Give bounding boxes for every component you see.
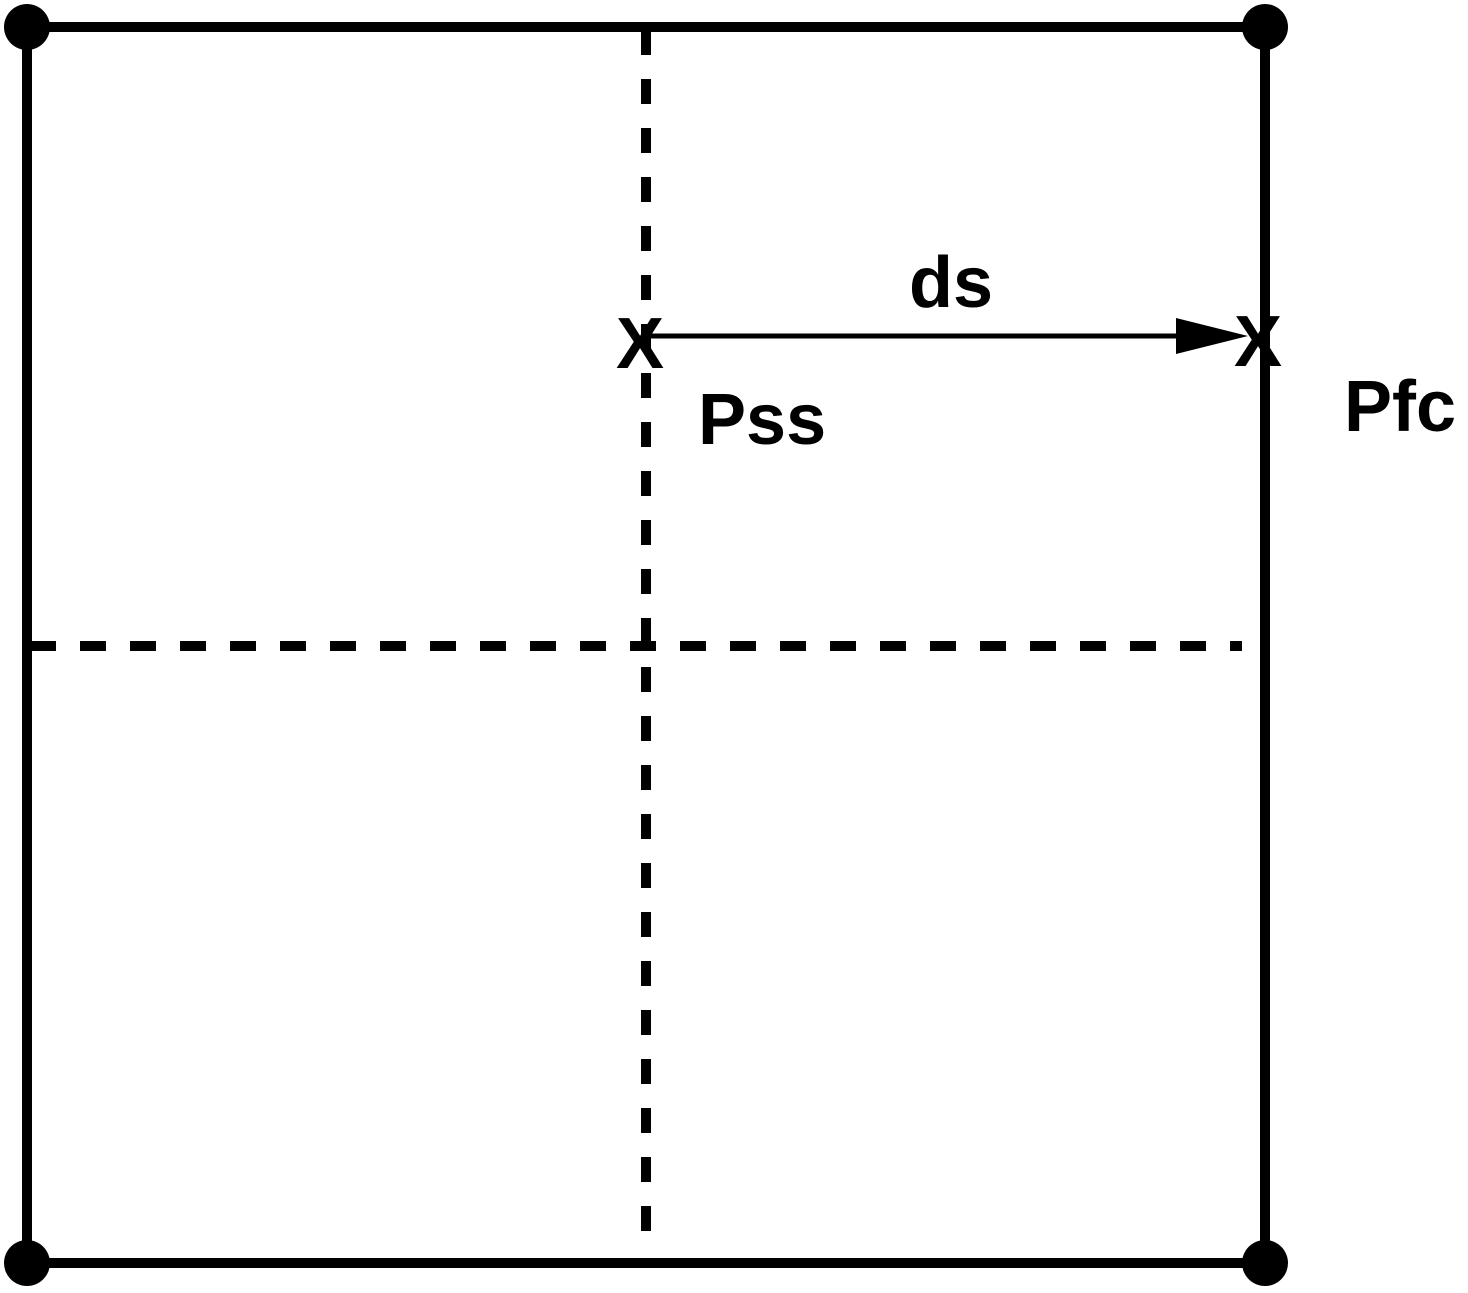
face-center-marker: X [1234,302,1282,382]
corner-node-dot-bottom-left [4,1240,50,1286]
ds-label: ds [909,243,993,323]
ds-arrowhead-icon [1176,318,1248,354]
cell-center-marker: X [616,304,664,384]
pfc-label: Pfc [1344,367,1456,447]
pss-label: Pss [698,380,826,460]
cell-outline [22,22,1270,1268]
corner-node-dot-top-left [4,4,50,50]
corner-node-dot-bottom-right [1242,1240,1288,1286]
corner-node-dot-top-right [1242,4,1288,50]
